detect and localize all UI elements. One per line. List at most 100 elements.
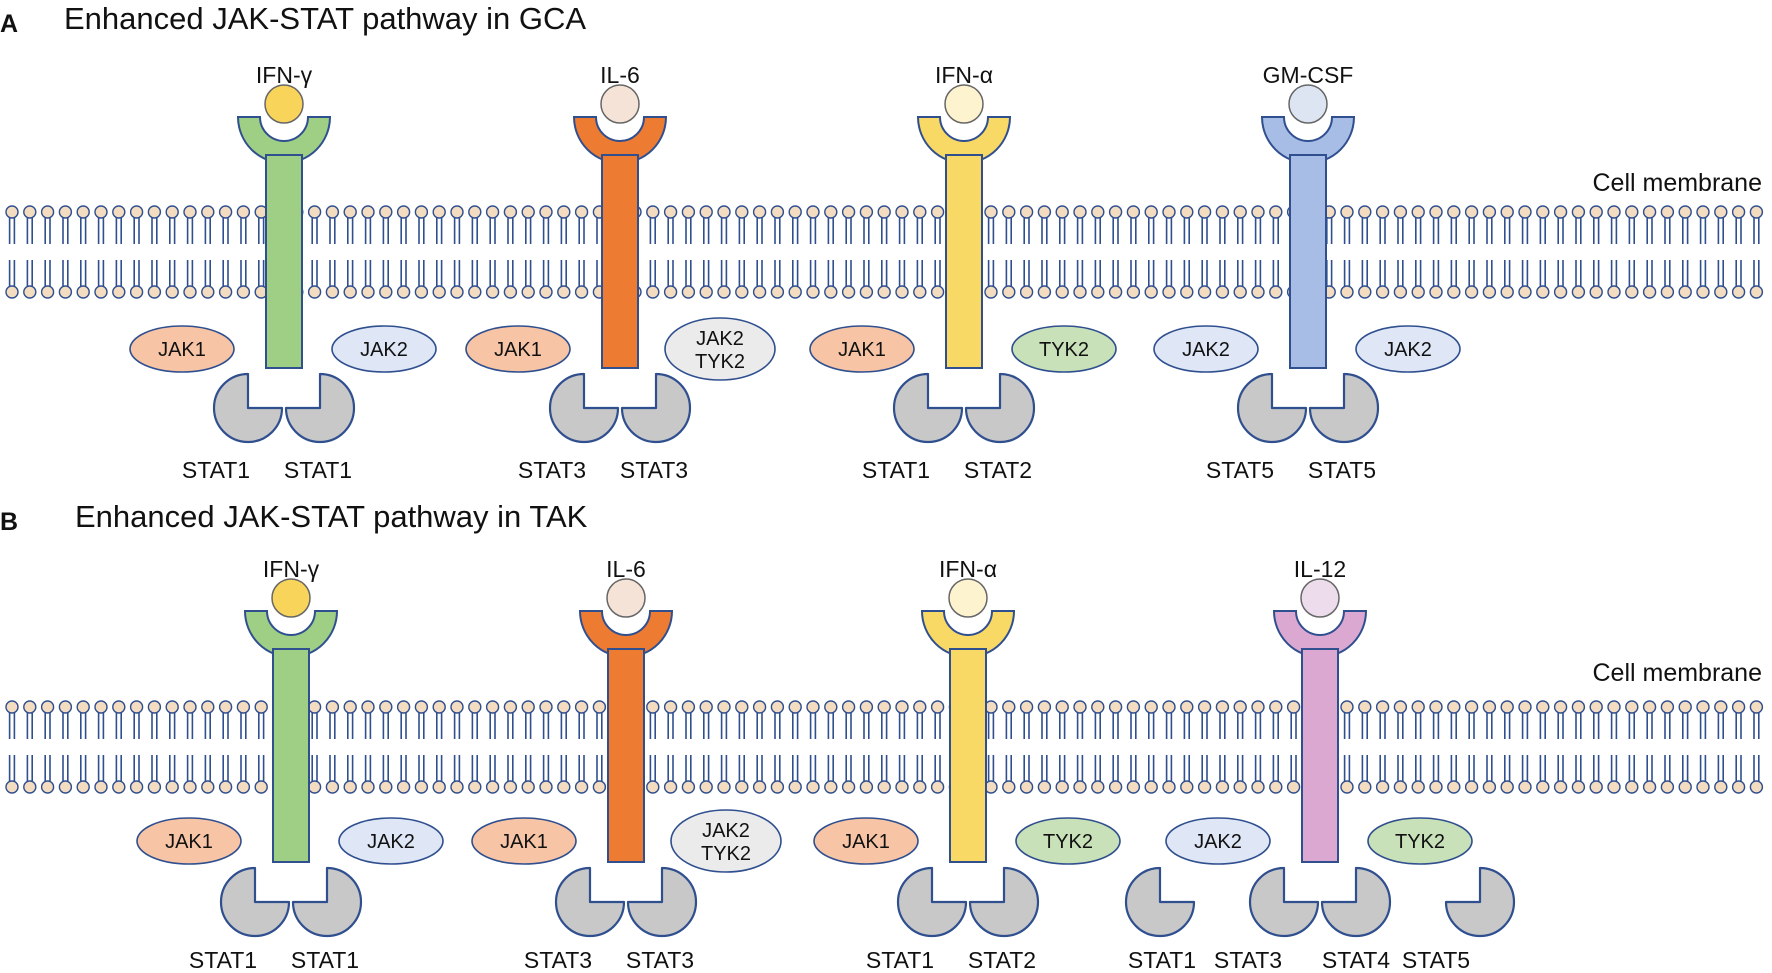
lipid <box>735 700 749 794</box>
kinase-label: JAK2 <box>367 831 415 853</box>
stat-1 <box>1124 866 1196 938</box>
lipid <box>913 700 927 794</box>
lipid <box>396 700 411 794</box>
kinase-label: JAK2 <box>1182 339 1230 361</box>
lipid <box>432 205 446 299</box>
lipid <box>1180 205 1194 299</box>
lipid <box>1429 700 1443 794</box>
lipid <box>1625 700 1639 794</box>
lipid <box>1108 205 1123 299</box>
lipid <box>1625 205 1639 299</box>
ligand-label: IL-12 <box>1294 556 1346 582</box>
lipid <box>592 700 607 794</box>
lipid <box>485 700 500 794</box>
lipid <box>1126 700 1141 794</box>
receptor-cup <box>1260 116 1356 164</box>
lipid <box>254 700 268 794</box>
lipid <box>183 205 197 299</box>
lipid <box>76 205 90 299</box>
lipid <box>414 700 429 794</box>
stat-label: STAT1 <box>189 947 257 973</box>
ligand-label: IFN-γ <box>263 556 320 582</box>
lipid <box>40 205 55 299</box>
lipid <box>1162 700 1176 794</box>
kinase-jak2: JAK2 <box>338 817 444 865</box>
kinase-label: JAK1 <box>494 339 542 361</box>
receptor-cup <box>243 610 339 658</box>
stat-right <box>284 372 356 444</box>
lipid <box>1482 205 1497 299</box>
lipid <box>1464 205 1479 299</box>
lipid <box>788 700 802 794</box>
stat-label: STAT3 <box>524 947 592 973</box>
ligand-label: IL-6 <box>600 62 640 88</box>
lipid <box>236 205 251 299</box>
stat-3 <box>1320 866 1392 938</box>
lipid <box>112 205 126 299</box>
lipid <box>752 205 767 299</box>
lipid <box>1251 700 1265 794</box>
lipid <box>236 700 251 794</box>
stat-label: STAT1 <box>284 457 352 483</box>
lipid <box>183 700 197 794</box>
lipid <box>1411 700 1425 794</box>
lipid <box>1696 700 1710 794</box>
lipid <box>165 700 179 794</box>
lipid <box>468 205 482 299</box>
lipid <box>1678 205 1692 299</box>
lipid <box>450 205 464 299</box>
lipid <box>646 205 660 299</box>
lipid <box>5 700 19 794</box>
lipid <box>824 700 838 794</box>
kinase-label: JAK2 <box>702 820 750 842</box>
ligand-ball <box>944 84 984 124</box>
lipid <box>717 700 731 794</box>
kinase-jak2: JAK2 <box>1355 325 1461 373</box>
lipid <box>165 205 179 299</box>
lipid <box>913 205 927 299</box>
lipid <box>1019 205 1034 299</box>
stat-4 <box>1444 866 1516 938</box>
lipid <box>1233 205 1247 299</box>
ligand-label: IFN-γ <box>256 62 313 88</box>
lipid <box>147 205 162 299</box>
lipid <box>557 700 571 794</box>
lipid <box>717 205 731 299</box>
lipid <box>1464 700 1479 794</box>
lipid <box>895 700 909 794</box>
lipid <box>1037 700 1052 794</box>
lipid <box>1340 205 1354 299</box>
kinase-jak1: JAK1 <box>809 325 915 373</box>
lipid <box>1678 700 1692 794</box>
lipid <box>254 205 268 299</box>
stat-label: STAT2 <box>964 457 1032 483</box>
lipid <box>1714 205 1728 299</box>
lipid <box>1144 700 1158 794</box>
lipid <box>1429 205 1443 299</box>
stat-2 <box>1248 866 1320 938</box>
lipid <box>1144 205 1158 299</box>
stat-label: STAT1 <box>291 947 359 973</box>
kinase-label: JAK2 <box>696 328 744 350</box>
lipid <box>681 205 696 299</box>
lipid <box>58 205 73 299</box>
stat-label: STAT1 <box>866 947 934 973</box>
lipid <box>1714 700 1728 794</box>
panel-b-membrane-label: Cell membrane <box>1592 659 1762 687</box>
kinase-jak2: JAK2 <box>1153 325 1259 373</box>
lipid <box>58 700 73 794</box>
lipid <box>646 700 660 794</box>
lipid <box>841 700 856 794</box>
stat-label: STAT1 <box>182 457 250 483</box>
lipid <box>1411 205 1425 299</box>
lipid <box>824 205 838 299</box>
lipid <box>94 205 108 299</box>
lipid <box>1019 700 1034 794</box>
lipid <box>1660 700 1675 794</box>
